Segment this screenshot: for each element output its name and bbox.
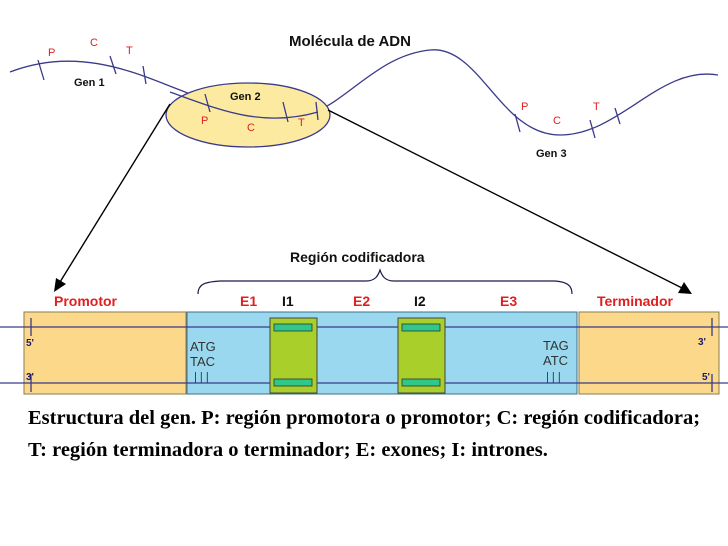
gene-1-p: P [48, 47, 55, 59]
gene-boundary-ticks [37, 55, 621, 139]
left-bottom-3-prime: 3' [26, 372, 34, 383]
gene-3-t: T [593, 101, 600, 113]
start-codon-bottom: TAC [190, 354, 215, 369]
intron-1-bottom-bar [273, 378, 313, 387]
gene-2-t: T [298, 117, 305, 129]
coding-region-label: Región codificadora [290, 249, 425, 265]
exon-3-label: E3 [500, 293, 517, 309]
left-top-5-prime: 5' [26, 338, 34, 349]
gene-2-label: Gen 2 [230, 91, 261, 103]
coding-region-bracket [197, 268, 573, 295]
gene-3-label: Gen 3 [536, 148, 567, 160]
gene-1-label: Gen 1 [74, 77, 105, 89]
stop-codon-top: TAG [543, 338, 569, 353]
intron-1-label: I1 [282, 293, 294, 309]
promoter-box [23, 311, 187, 395]
strand-end-ticks [30, 318, 713, 392]
exon-1-label: E1 [240, 293, 257, 309]
gene-1-t: T [126, 45, 133, 57]
start-codon-top: ATG [190, 339, 216, 354]
start-codon-ticks: | | | [194, 371, 209, 383]
promoter-label: Promotor [54, 293, 118, 309]
gene-1-c: C [90, 37, 98, 49]
intron-2-top-bar [401, 323, 441, 332]
gene-2-p: P [201, 115, 208, 127]
dna-strand-in-ellipse [169, 91, 319, 119]
gene-3-c: C [553, 115, 561, 127]
dna-molecule-strand [9, 49, 719, 136]
coding-region-box [186, 311, 578, 395]
right-bottom-5-prime: 5' [702, 372, 710, 383]
terminator-label: Terminador [597, 293, 674, 309]
gene-3-p: P [521, 101, 528, 113]
figure-caption: Estructura del gen. P: región promotora … [28, 407, 701, 461]
terminator-box [578, 311, 720, 395]
intron-2-label: I2 [414, 293, 426, 309]
intron-2-bottom-bar [401, 378, 441, 387]
stop-codon-ticks: | | | [546, 371, 561, 383]
right-top-3-prime: 3' [698, 337, 706, 348]
expansion-arrows [54, 103, 692, 294]
page-title: Molécula de ADN [289, 33, 411, 50]
intron-1-top-bar [273, 323, 313, 332]
exon-2-label: E2 [353, 293, 370, 309]
gene-2-c: C [247, 122, 255, 134]
stop-codon-bottom: ATC [543, 353, 568, 368]
